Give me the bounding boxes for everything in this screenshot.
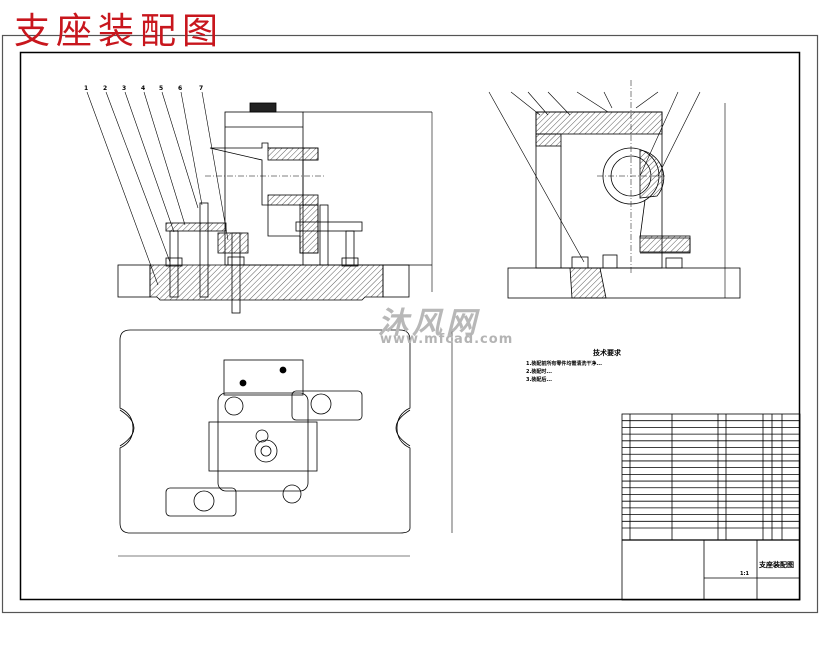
- tech-requirements-title: 技术要求: [593, 349, 621, 357]
- top-view: [118, 329, 453, 557]
- balloon-6: 6: [178, 85, 182, 92]
- title-block-drawing-name: 支座装配图: [759, 561, 794, 569]
- balloon-3: 3: [122, 85, 126, 92]
- front-view-balloons: 1 2 3 4 5 6 7: [84, 85, 203, 92]
- title-block-scale: 1:1: [740, 571, 749, 577]
- tech-note-3: 3.装配后...: [526, 377, 553, 383]
- inner-border: [19, 51, 801, 601]
- balloon-7: 7: [199, 85, 203, 92]
- tech-note-1: 1.装配前所有零件均需清洗干净...: [526, 361, 603, 367]
- balloon-1: 1: [84, 85, 88, 92]
- title-block: [621, 413, 801, 601]
- drawing-title: 支座装配图: [14, 11, 225, 52]
- watermark-url: www.mfcad.com: [380, 332, 514, 347]
- balloon-4: 4: [141, 85, 145, 92]
- watermark-name: 沐风网: [378, 306, 480, 341]
- outer-border: [1, 34, 819, 614]
- balloon-5: 5: [159, 85, 163, 92]
- side-view: [488, 80, 741, 299]
- tech-note-2: 2.装配时...: [526, 369, 553, 375]
- balloon-2: 2: [103, 85, 107, 92]
- front-view: [86, 91, 433, 314]
